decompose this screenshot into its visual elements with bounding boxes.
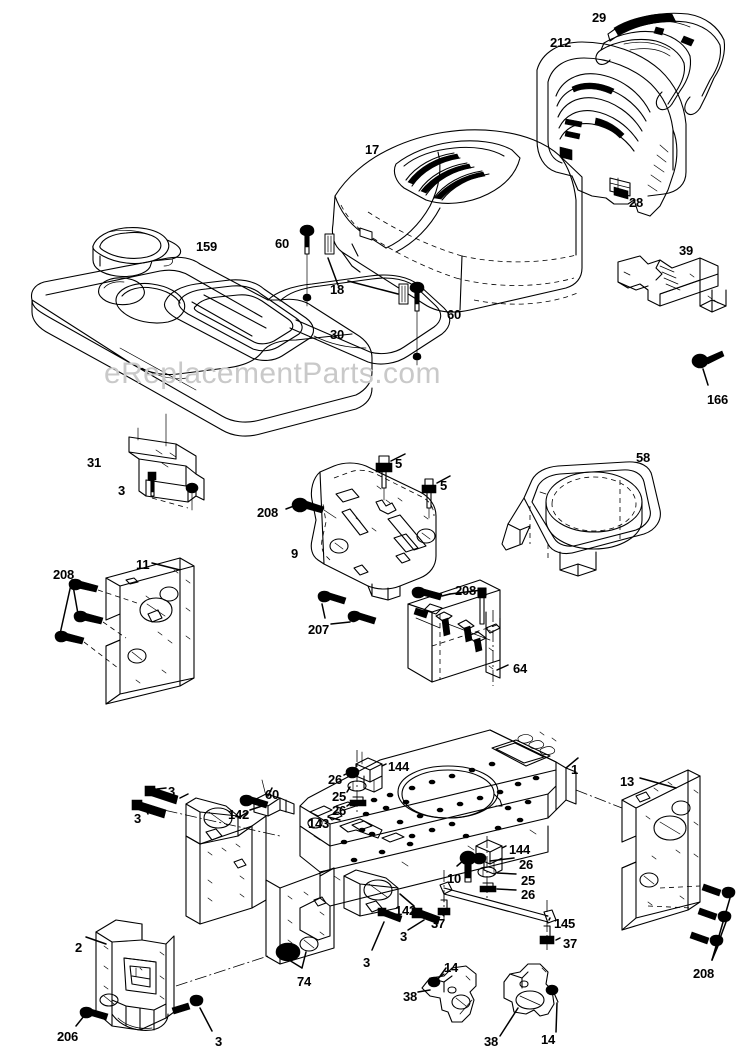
callout-5: 5 xyxy=(395,456,403,471)
callout-26: 26 xyxy=(519,857,534,872)
callout-25: 25 xyxy=(521,873,536,888)
part-5-knobs xyxy=(375,453,451,519)
callout-3: 3 xyxy=(118,483,126,498)
assembly-centerline xyxy=(575,789,623,809)
callout-144: 144 xyxy=(509,842,531,857)
part-17-hood xyxy=(331,129,583,313)
callout-25: 25 xyxy=(332,789,347,804)
callout-17: 17 xyxy=(365,142,380,157)
callout-208: 208 xyxy=(455,583,477,598)
part-74-bushings xyxy=(275,936,319,969)
part-142-bracket-left xyxy=(131,785,281,925)
callout-3: 3 xyxy=(134,811,142,826)
part-64-battery-tray xyxy=(407,579,509,686)
part-144-bracket-upper xyxy=(355,751,387,793)
part-39-bracket xyxy=(617,255,727,313)
callout-5: 5 xyxy=(440,478,448,493)
callout-208: 208 xyxy=(257,505,279,520)
part-208-bolts-dash xyxy=(285,497,337,519)
callout-1: 1 xyxy=(571,762,579,777)
callout-207: 207 xyxy=(308,622,330,637)
callout-3: 3 xyxy=(363,955,371,970)
callout-30: 30 xyxy=(330,327,345,342)
callout-38: 38 xyxy=(403,989,418,1004)
callout-60: 60 xyxy=(275,236,290,251)
part-10-bolt xyxy=(456,850,477,883)
part-13-right-side-panel xyxy=(621,769,736,961)
callout-143: 143 xyxy=(308,816,330,831)
callout-11: 11 xyxy=(136,557,150,572)
callout-144: 144 xyxy=(388,759,410,774)
part-142-bracket-upper xyxy=(239,779,295,817)
part-26-25-washers-lower xyxy=(472,836,517,898)
callout-159: 159 xyxy=(196,239,218,254)
callout-60: 60 xyxy=(447,307,462,322)
part-212-grille-top xyxy=(595,30,692,111)
callout-26: 26 xyxy=(328,772,343,787)
part-142-bracket-lower xyxy=(343,869,441,951)
callout-206: 206 xyxy=(57,1029,79,1044)
callout-14: 14 xyxy=(541,1032,556,1047)
part-9-dash-panel xyxy=(310,462,437,601)
callout-74: 74 xyxy=(297,974,312,989)
callout-28: 28 xyxy=(629,195,644,210)
part-1-main-frame xyxy=(299,729,579,941)
callout-3: 3 xyxy=(400,929,408,944)
part-29-upper-trim xyxy=(607,12,726,116)
callout-142: 142 xyxy=(395,903,417,918)
callout-3: 3 xyxy=(168,784,176,799)
callout-38: 38 xyxy=(484,1034,499,1049)
callout-58: 58 xyxy=(636,450,651,465)
part-58-fan-shroud xyxy=(501,461,661,577)
part-145-drag-link xyxy=(437,870,561,950)
part-2-front-bracket xyxy=(75,919,269,1032)
part-38-14-axle-bracket-right xyxy=(499,963,559,1037)
callout-3: 3 xyxy=(215,1034,223,1049)
callout-29: 29 xyxy=(592,10,607,25)
callout-10: 10 xyxy=(447,871,462,886)
callout-2: 2 xyxy=(75,940,83,955)
callout-37: 37 xyxy=(563,936,578,951)
part-mid-panel xyxy=(265,867,335,965)
callout-26: 26 xyxy=(521,887,536,902)
callout-39: 39 xyxy=(679,243,694,258)
part-30-fender-deck xyxy=(30,256,451,437)
part-28-grille xyxy=(536,41,687,217)
callout-166: 166 xyxy=(707,392,729,407)
callout-208: 208 xyxy=(53,567,75,582)
part-11-left-side-panel xyxy=(54,557,195,705)
part-159-seat-pad xyxy=(92,227,182,278)
callout-145: 145 xyxy=(554,916,576,931)
part-207-bolts xyxy=(317,590,377,625)
callout-18: 18 xyxy=(330,282,345,297)
part-31-seat-bracket xyxy=(128,413,205,511)
part-60-bolts-deck xyxy=(299,224,425,366)
callout-9: 9 xyxy=(291,546,299,561)
part-18-hinge-pins xyxy=(324,233,409,305)
callout-37: 37 xyxy=(431,916,446,931)
callout-14: 14 xyxy=(444,960,459,975)
callout-64: 64 xyxy=(513,661,528,676)
part-38-14-axle-bracket-left xyxy=(417,965,477,1023)
callout-60: 60 xyxy=(265,787,280,802)
callout-26: 26 xyxy=(332,803,347,818)
callout-31: 31 xyxy=(87,455,102,470)
part-143-rail xyxy=(327,816,341,821)
callout-212: 212 xyxy=(550,35,572,50)
callout-208: 208 xyxy=(693,966,715,981)
part-26-25-washers-upper xyxy=(343,750,367,812)
callout-13: 13 xyxy=(620,774,635,789)
callout-142: 142 xyxy=(228,807,250,822)
part-166-bolt xyxy=(691,350,725,386)
